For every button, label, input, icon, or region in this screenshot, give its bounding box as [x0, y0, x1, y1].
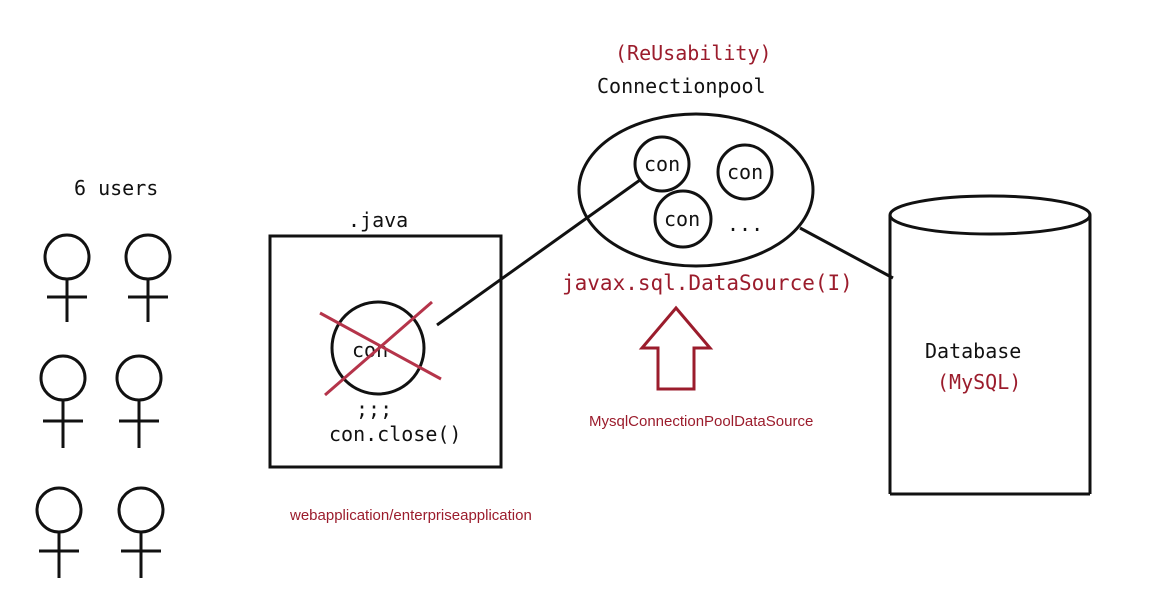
database-subtitle: (MySQL)	[937, 370, 1021, 394]
database-link-line	[799, 226, 894, 280]
java-class-box	[268, 234, 503, 469]
user-icon	[117, 486, 165, 578]
con-close-call: con.close()	[329, 422, 461, 446]
impl-class-label: MysqlConnectionPoolDataSource	[589, 413, 813, 430]
pool-connection	[653, 189, 713, 249]
user-icon	[43, 233, 91, 322]
pool-link-line	[436, 178, 641, 327]
implements-arrow-icon	[638, 305, 714, 391]
pool-connection	[716, 143, 774, 201]
pool-connection-label: con	[727, 160, 763, 184]
app-caption: webapplication/enterpriseapplication	[289, 507, 532, 524]
user-icon	[39, 354, 87, 448]
closed-connection-circle	[330, 300, 426, 396]
pool-more-ellipsis: ...	[727, 212, 763, 236]
pool-connection	[633, 135, 691, 193]
database-cylinder-icon	[888, 194, 1092, 496]
database-title: Database	[925, 339, 1021, 363]
users-title: 6 users	[74, 176, 158, 200]
user-icon	[124, 233, 172, 322]
java-box-title: .java	[348, 208, 408, 232]
datasource-interface-label: javax.sql.DataSource(I)	[562, 271, 853, 295]
java-dots: ;;;	[356, 397, 392, 421]
pool-title: Connectionpool	[597, 74, 766, 98]
reusability-label: (ReUsability)	[615, 41, 772, 65]
user-icon	[115, 354, 163, 448]
pool-connection-label: con	[644, 152, 680, 176]
connection-pool-ellipse	[577, 112, 815, 268]
cross-out-icon	[319, 300, 442, 397]
user-icon	[35, 486, 83, 578]
pool-connection-label: con	[664, 207, 700, 231]
